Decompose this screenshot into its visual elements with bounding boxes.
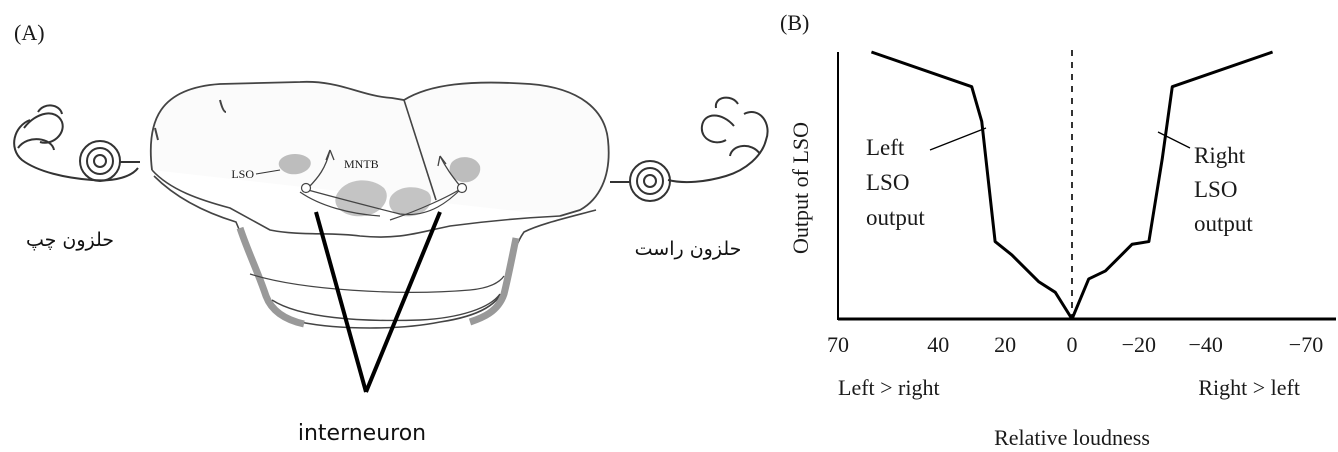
x-tick-label: 40 (927, 332, 949, 357)
x-tick-label: −40 (1189, 332, 1223, 357)
right-cochlea-label: حلزون راست (635, 238, 742, 260)
right-series-label: Right LSO output (1194, 143, 1253, 236)
left-lso-cell (302, 184, 311, 193)
interneuron-pointer (316, 212, 440, 392)
right-series-label-line-3: output (1194, 211, 1253, 236)
tick-layer: 70 40 20 0 −20 −40 −70 (827, 332, 1323, 357)
right-lso-cell (458, 184, 467, 193)
left-series-leader (930, 128, 986, 150)
series-line-right-lso-output (1072, 52, 1273, 319)
left-ear-icon (14, 105, 140, 181)
left-series-label: Left LSO output (866, 135, 925, 230)
lso-label: LSO (231, 167, 254, 181)
left-series-label-line-2: LSO (866, 170, 909, 195)
right-series-label-line-1: Right (1194, 143, 1246, 168)
panel-b: (B) Output of LSO 70 40 20 0 −20 −40 −70 Left … (780, 10, 1336, 450)
panel-a-label: (A) (14, 20, 45, 45)
x-tick-label: 20 (994, 332, 1016, 357)
mntb-label: MNTB (344, 157, 379, 171)
panel-b-label: (B) (780, 10, 809, 35)
x-tick-label: −20 (1122, 332, 1156, 357)
x-tick-label: 0 (1067, 332, 1078, 357)
x-tick-label: −70 (1289, 332, 1323, 357)
left-cochlea-label: حلزون چپ (26, 229, 114, 251)
right-series-label-line-2: LSO (1194, 177, 1237, 202)
x-tick-label: 70 (827, 332, 849, 357)
x-side-label-right: Right > left (1198, 375, 1300, 400)
interneuron-label: interneuron (298, 421, 426, 446)
x-side-label-left: Left > right (838, 375, 940, 400)
x-axis-label: Relative loudness (994, 425, 1150, 450)
panel-a: (A) حلزون چپ حلزون راست (14, 20, 768, 446)
y-axis-label: Output of LSO (788, 122, 813, 254)
left-series-label-line-1: Left (866, 135, 905, 160)
brainstem-section (151, 82, 609, 328)
right-ear-icon (610, 98, 768, 201)
left-series-label-line-3: output (866, 205, 925, 230)
